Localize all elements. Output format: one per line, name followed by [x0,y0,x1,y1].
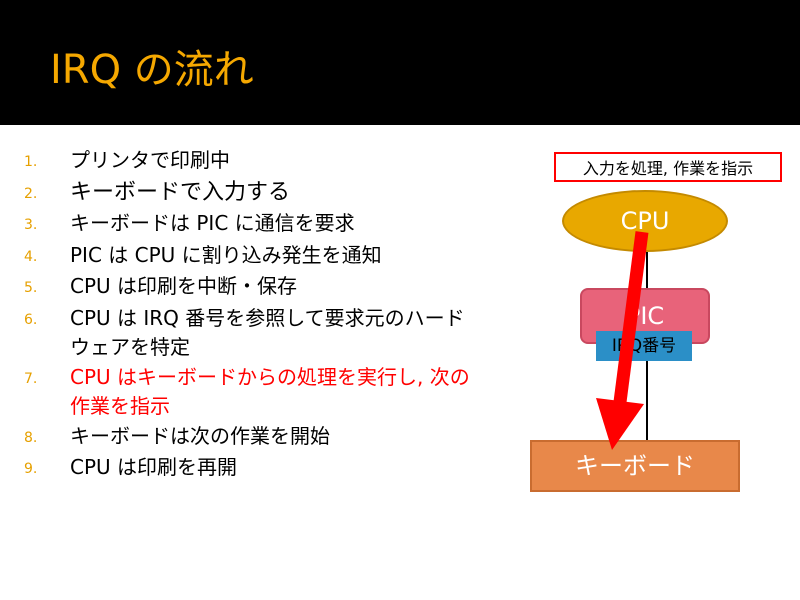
slide-title: IRQ の流れ [50,47,254,93]
connector-line [646,252,648,288]
step-number: 7. [24,370,38,387]
step-number: 3. [24,217,38,233]
step-text: PIC は CPU に割り込み発生を通知 [70,242,382,267]
step-number: 4. [24,248,38,265]
list-item: 4. PIC は CPU に割り込み発生を通知 [24,241,484,273]
list-item: 3. キーボードは PIC に通信を要求 [24,209,484,241]
callout-box: 入力を処理, 作業を指示 [554,152,782,182]
connector-line [646,361,648,440]
list-item: 8. キーボードは次の作業を開始 [24,422,484,454]
step-text: プリンタで印刷中 [70,148,230,172]
step-number: 8. [24,429,38,446]
keyboard-node: キーボード [530,440,740,492]
step-number: 6. [24,311,38,328]
list-item: 9. CPU は印刷を再開 [24,453,484,485]
step-text: キーボードは次の作業を開始 [70,423,330,448]
step-text: キーボードは PIC に通信を要求 [70,211,355,235]
step-text: CPU はキーボードからの処理を実行し, 次の作業を指示 [70,364,470,419]
step-number: 9. [24,461,38,477]
list-item: 7. CPU はキーボードからの処理を実行し, 次の作業を指示 [24,363,484,422]
arrow-down-icon [596,231,649,450]
step-number: 1. [24,154,38,170]
list-item: 1. プリンタで印刷中 [24,146,484,178]
title-bar: IRQ の流れ [0,0,800,125]
step-list: 1. プリンタで印刷中 2. キーボードで入力する 3. キーボードは PIC … [24,146,484,485]
list-item: 2. キーボードで入力する [24,178,484,210]
arrow-head [596,398,644,450]
step-number: 2. [24,185,38,202]
list-item: 6. CPU は IRQ 番号を参照して要求元のハードウェアを特定 [24,304,484,363]
step-number: 5. [24,280,38,296]
step-text: キーボードで入力する [70,179,291,205]
list-item: 5. CPU は印刷を中断・保存 [24,272,484,304]
step-text: CPU は印刷を再開 [70,455,238,479]
arrow-shaft [613,231,649,403]
step-text: CPU は印刷を中断・保存 [70,274,298,298]
step-text: CPU は IRQ 番号を参照して要求元のハードウェアを特定 [70,305,465,360]
irq-diagram: 入力を処理, 作業を指示 CPU PIC IRQ番号 キーボード [520,140,800,520]
